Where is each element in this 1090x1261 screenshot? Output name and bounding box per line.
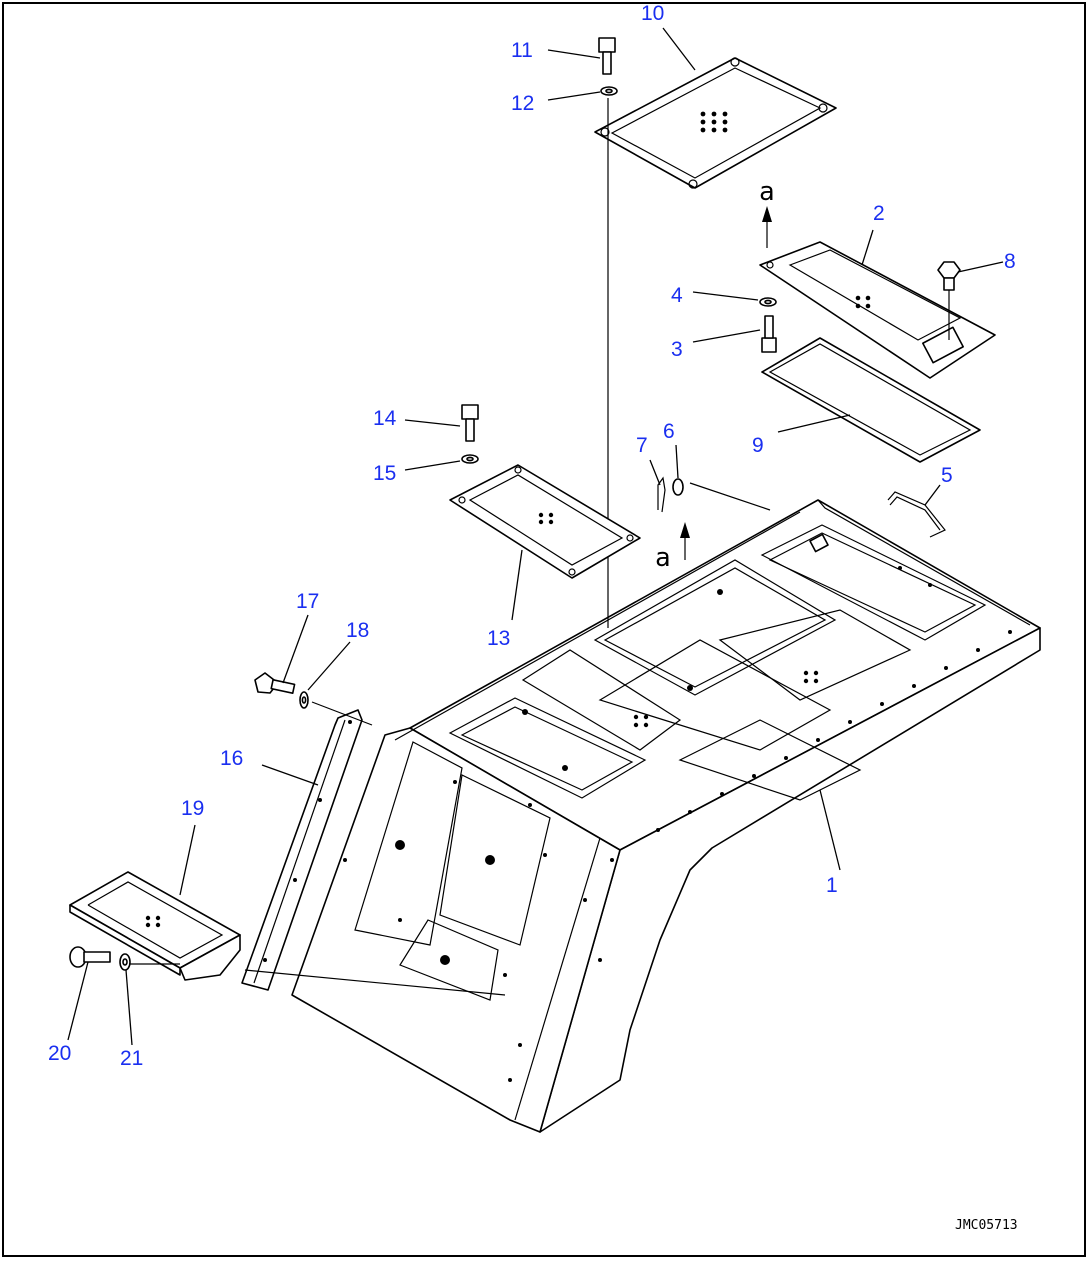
callout-labels: 1 2 3 4 5 6 7 8 9 10 11 12 13 14 15 16 1… [48, 2, 1016, 1070]
callout-18: 18 [346, 619, 369, 642]
dash-guide-6 [689, 482, 771, 511]
dash-guide-18 [311, 701, 373, 726]
part-11-bolt [598, 37, 616, 75]
callout-16: 16 [220, 747, 243, 770]
part-16-bracket [241, 709, 363, 991]
callout-2: 2 [873, 202, 885, 225]
callout-4: 4 [671, 284, 683, 307]
part-10-cover-plate [594, 57, 837, 189]
arrow-a-lower [680, 522, 690, 560]
callout-12: 12 [511, 92, 534, 115]
part-20-bolt [69, 946, 111, 968]
callout-5: 5 [941, 464, 953, 487]
arrow-mark-upper: a [759, 177, 775, 207]
callout-1: 1 [826, 874, 838, 897]
callout-17: 17 [296, 590, 319, 613]
callout-6: 6 [663, 420, 675, 443]
part-4-washer [759, 297, 777, 307]
part-21-washer [119, 953, 131, 971]
part-13-cover-plate [449, 464, 641, 579]
part-1-console-body [291, 499, 1041, 1133]
callout-10: 10 [641, 2, 664, 25]
part-14-bolt [461, 404, 479, 442]
arrow-mark-lower: a [655, 543, 671, 573]
callout-13: 13 [487, 627, 510, 650]
callout-14: 14 [373, 407, 397, 430]
callout-19: 19 [181, 797, 204, 820]
callout-8: 8 [1004, 250, 1016, 273]
arrow-a-upper [762, 206, 772, 248]
drawing-code: JMC05713 [955, 1218, 1018, 1233]
part-3-bolt [761, 315, 777, 353]
part-6-clip [672, 478, 684, 496]
callout-21: 21 [120, 1047, 143, 1070]
callout-9: 9 [752, 434, 764, 457]
part-17-bolt [254, 672, 296, 694]
callout-15: 15 [373, 462, 396, 485]
callout-3: 3 [671, 338, 683, 361]
part-7-clip [657, 476, 666, 513]
part-2-lid [759, 241, 996, 379]
part-12-washer [600, 86, 618, 96]
part-5-harness [887, 491, 946, 538]
callout-11: 11 [511, 39, 533, 62]
body-holes [343, 566, 1012, 1082]
callout-20: 20 [48, 1042, 71, 1065]
leader-lines [67, 27, 1004, 1046]
part-19-step [69, 871, 241, 981]
part-9-gasket [761, 337, 981, 463]
part-15-washer [461, 454, 479, 464]
callout-7: 7 [636, 434, 648, 457]
part-8-lock [937, 261, 961, 340]
part-18-washer [299, 691, 309, 709]
dash-guide-19 [244, 969, 506, 996]
